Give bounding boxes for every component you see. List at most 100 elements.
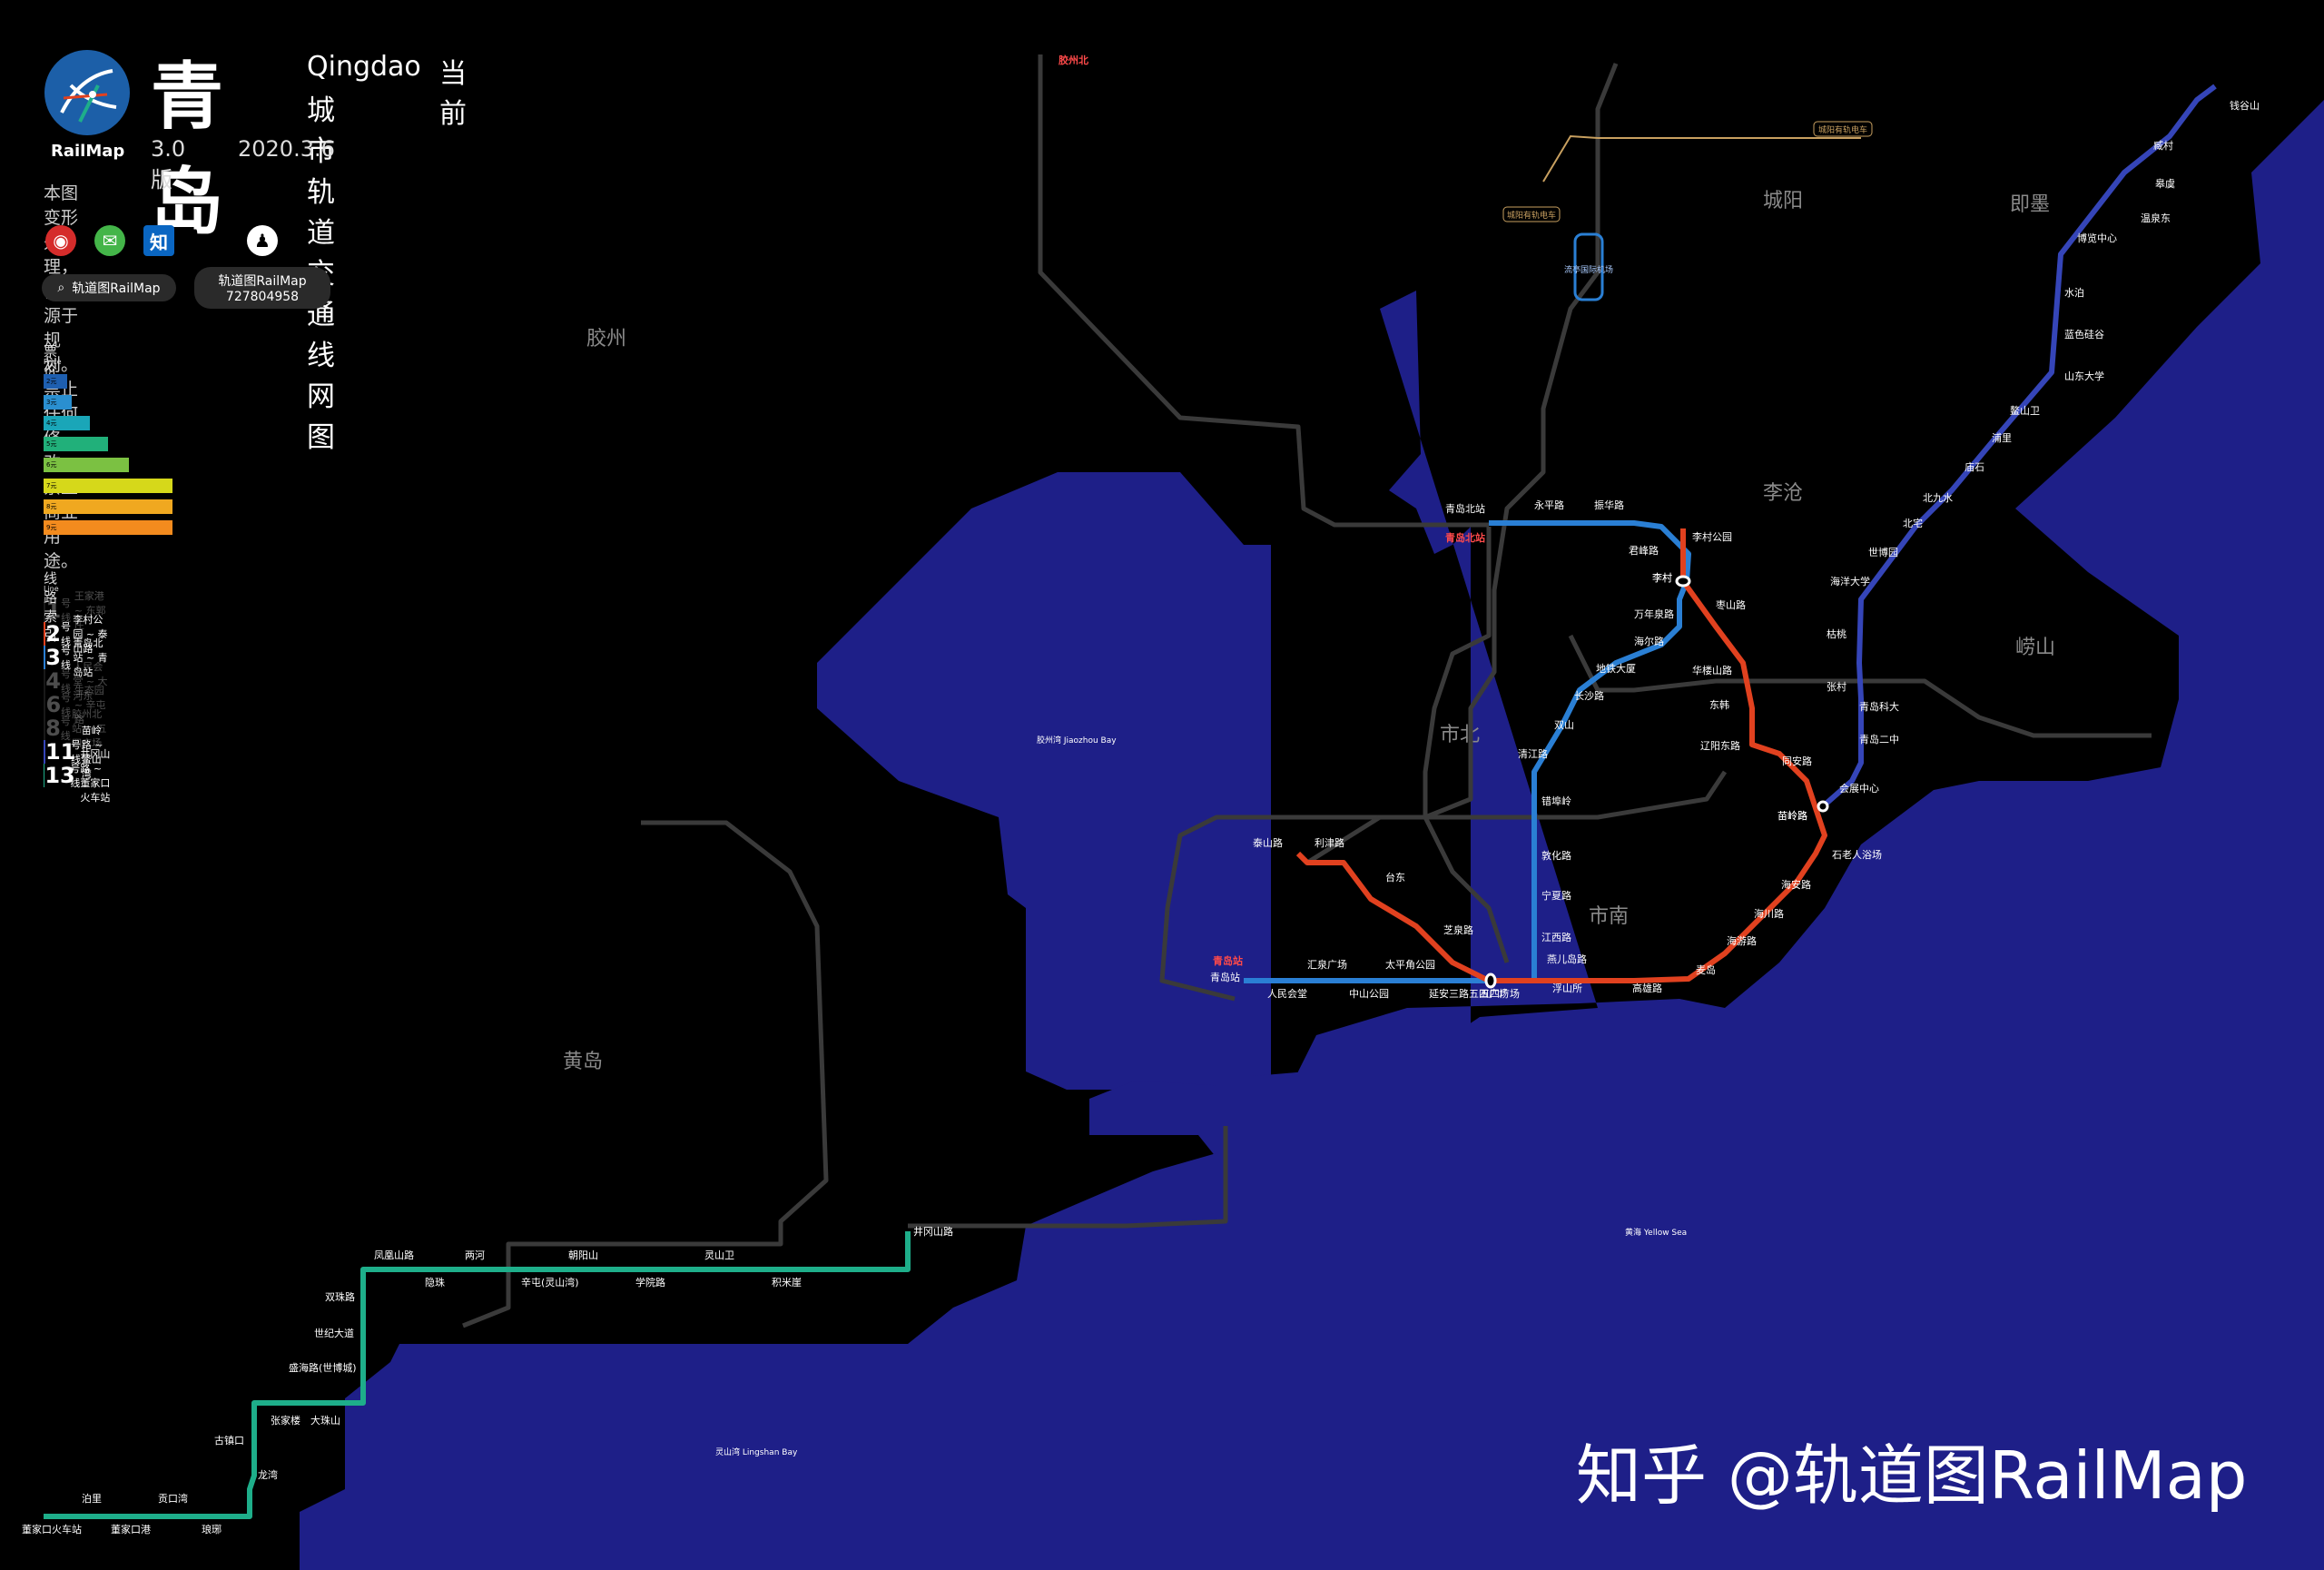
station-label: 隐珠 [425, 1276, 445, 1289]
airport-label: 流亭国际机场 [1564, 264, 1613, 275]
station-label: 五四广场 [1480, 987, 1520, 1000]
station-label: 琅琊 [202, 1523, 222, 1535]
line-3 [1244, 520, 1691, 983]
line11-stations: 苗岭路 会展中心 青岛二中 青岛科大 张村 枯桃 海洋大学 世博园 北宅 北九水… [1777, 99, 2260, 822]
station-label: 两河 [465, 1249, 485, 1261]
station-label: 辛屯(灵山湾) [521, 1276, 579, 1289]
station-label: 贡口湾 [158, 1492, 188, 1505]
line-number: 13 [44, 763, 75, 788]
line-route: 王家港 ~ 东郭庄 [74, 590, 106, 631]
district-label: 市南 [1589, 905, 1629, 928]
qq-group-pill[interactable]: 轨道图RailMap 727804958 [194, 267, 330, 309]
station-label: 错埠岭 [1541, 795, 1571, 807]
station-label: 北宅 [1903, 517, 1923, 529]
lines-index-subtitle: Line [44, 585, 59, 593]
station-label: 世纪大道 [314, 1327, 354, 1339]
tram-label: 城阳有轨电车 [1507, 210, 1556, 221]
qq-icon[interactable]: ♟ [247, 225, 278, 256]
line-13 [44, 1231, 911, 1519]
fare-bar: 6元 [44, 458, 129, 472]
station-label: 双珠路 [325, 1290, 355, 1303]
line-number: 4 [45, 668, 61, 694]
fare-bar-label: 7元 [46, 482, 57, 489]
line-11 [1821, 84, 2217, 809]
fare-bar: 9元 [44, 520, 172, 535]
zhihu-icon[interactable]: 知 [143, 225, 174, 256]
search-pill-label: 轨道图RailMap [72, 281, 161, 296]
district-label: 市北 [1440, 724, 1480, 746]
line-route: 李村公园 ~ 泰山路 [73, 614, 108, 655]
line-color-swatch [44, 693, 46, 716]
railmap-logo [44, 50, 130, 135]
title-english: Qingdao [307, 51, 421, 83]
station-label: 枣山路 [1716, 599, 1746, 611]
station-label: 龙湾 [258, 1468, 278, 1481]
interchange-marker [1484, 973, 1497, 989]
wechat-icon[interactable]: ✉ [94, 225, 125, 256]
station-label: 苗岭路 [1777, 809, 1807, 822]
fare-subtitle: Price [44, 358, 62, 366]
line-number: 11 [44, 739, 76, 765]
station-label: 芝泉路 [1443, 923, 1473, 936]
station-label: 鳌山卫 [2010, 404, 2040, 417]
water-label: 灵山湾 Lingshan Bay [715, 1447, 798, 1457]
station-label: 庙石 [1965, 460, 1984, 473]
line-number: 2 [45, 621, 61, 647]
line-suffix: 号线 [60, 645, 71, 671]
line-route: 生态园 ~ 辛屯路 [74, 685, 106, 726]
planned-lines [462, 54, 2152, 1328]
station-label: 延安三路 [1429, 987, 1469, 1000]
station-label: 张家楼 [271, 1414, 300, 1427]
interchange-markers [1484, 575, 1829, 989]
station-label: 青岛二中 [1859, 733, 1899, 746]
airport-box: 流亭国际机场 [1564, 232, 1613, 301]
fare-bar-label: 9元 [46, 524, 57, 531]
line3-stations: 青岛北站 永平路 振华路 君峰路 李村 万年泉路 海尔路 地铁大厦 长沙路 双山… [1210, 499, 1674, 1000]
station-label: 地铁大厦 [1596, 662, 1636, 675]
title-current: 当前 [439, 58, 467, 130]
station-label: 五四广场 [1469, 987, 1509, 1000]
station-label: 臧村 [2153, 139, 2173, 152]
lines-index-title: 线路索引 [44, 570, 58, 644]
date-label: 2020.3.6 [238, 136, 335, 162]
search-icon: ⌕ [57, 281, 65, 295]
line-color-swatch [44, 716, 46, 740]
station-label: 海洋大学 [1830, 575, 1870, 588]
water-label: 黄海 Yellow Sea [1625, 1227, 1687, 1238]
line-suffix: 号线 [70, 739, 81, 765]
station-label: 博览中心 [2077, 232, 2117, 244]
search-pill[interactable]: ⌕ 轨道图RailMap [42, 274, 176, 301]
fare-bar: 2元 [44, 374, 67, 389]
district-label: 胶州 [586, 328, 626, 351]
fare-bar-label: 4元 [46, 420, 57, 427]
station-label: 东韩 [1709, 698, 1729, 711]
planned-line-9 [1423, 527, 1510, 963]
line-route: 胶州北站 ~ 五四广场 [72, 708, 107, 749]
water-labels: 胶州湾 Jiaozhou Bay 黄海 Yellow Sea 灵山湾 Lings… [715, 735, 1687, 1457]
station-label: 浮山所 [1552, 982, 1582, 994]
district-label: 即墨 [2010, 193, 2050, 216]
fare-bar: 4元 [44, 416, 90, 430]
station-label: 长沙路 [1574, 690, 1604, 702]
weibo-icon[interactable]: ◉ [45, 225, 76, 256]
line-suffix: 号线 [61, 597, 72, 624]
district-label: 城阳 [1763, 190, 1803, 212]
line-color-swatch [44, 669, 46, 693]
station-label: 青岛站 [1210, 971, 1240, 983]
line-color-swatch [44, 646, 46, 669]
line-color-swatch [44, 740, 45, 764]
fare-bar-label: 6元 [46, 461, 57, 469]
fare-bar: 8元 [44, 499, 172, 514]
station-label: 会展中心 [1839, 783, 1879, 795]
station-label: 朝阳山 [568, 1249, 598, 1261]
title-subtitle: 城市轨道交通线网图 [307, 94, 335, 454]
station-label: 双山 [1554, 719, 1574, 731]
